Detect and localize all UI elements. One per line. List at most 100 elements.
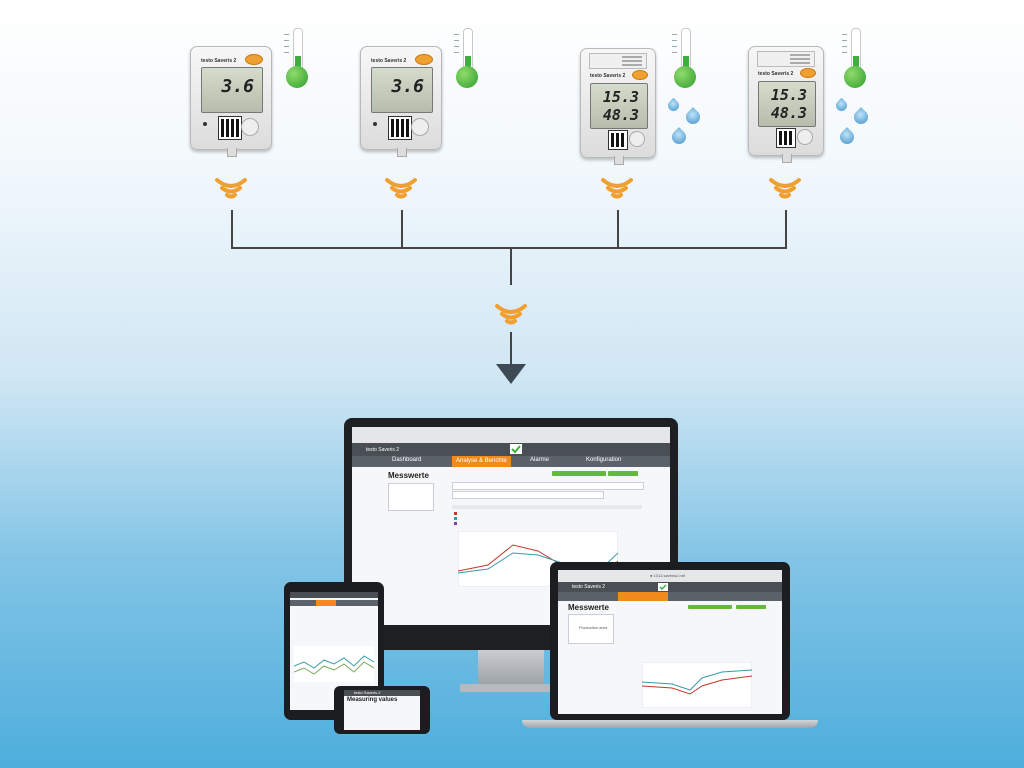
- logger-brand: testo Saveris 2: [201, 58, 237, 64]
- phone-screen: testo Saveris 2 Measuring values: [344, 690, 420, 730]
- series-legend: [452, 505, 642, 527]
- logger-display: 15.3 48.3: [590, 83, 648, 129]
- trunk-line: [510, 332, 512, 366]
- led-indicator: [203, 122, 207, 126]
- thermometer-icon: [672, 28, 696, 88]
- tab-dashboard[interactable]: Dashboard: [392, 457, 422, 463]
- logger-reading-humidity: 48.3: [602, 106, 639, 124]
- app-header: testo Saveris 2: [558, 582, 782, 592]
- testo-logo-icon: [245, 54, 263, 65]
- logger-vent: [757, 51, 815, 67]
- logger-display: 15.3 48.3: [758, 81, 816, 127]
- connector-line: [617, 210, 619, 248]
- phone-title: Measuring values: [347, 697, 398, 703]
- tree-panel: [388, 483, 434, 511]
- water-drop-icon: [833, 97, 850, 114]
- wireless-signal-icon: [601, 178, 633, 199]
- green-button[interactable]: [688, 605, 732, 609]
- green-button[interactable]: [552, 471, 606, 476]
- data-logger-3: testo Saveris 2 15.3 48.3: [580, 48, 656, 165]
- nav-bar: [352, 456, 670, 467]
- led-indicator: [373, 122, 377, 126]
- laptop-screen: ● 1012.saveris2.net testo Saveris 2 Mess…: [558, 570, 782, 714]
- logger-brand: testo Saveris 2: [758, 71, 794, 77]
- bus-line: [231, 247, 787, 249]
- data-logger-1: testo Saveris 2 3.6: [190, 46, 272, 157]
- qr-code-icon: [776, 128, 796, 148]
- water-drop-icon: [683, 107, 703, 127]
- arrow-down-icon: [496, 364, 526, 384]
- green-button[interactable]: [608, 471, 638, 476]
- logger-button: [797, 129, 813, 145]
- logger-reading-temperature: 15.3: [602, 88, 639, 106]
- connector-line: [401, 210, 403, 248]
- tablet-header: [290, 592, 378, 598]
- tablet-active-tab: [316, 600, 336, 606]
- browser-bar: [352, 427, 670, 444]
- wireless-signal-icon: [769, 178, 801, 199]
- logger-button: [241, 118, 259, 136]
- water-drop-icon: [669, 127, 689, 147]
- page-title: Messwerte: [568, 603, 609, 612]
- logger-brand: testo Saveris 2: [371, 58, 407, 64]
- tab-alarme[interactable]: Alarme: [530, 457, 550, 463]
- wireless-signal-icon: [215, 178, 247, 199]
- logger-reading: 3.6: [221, 76, 254, 97]
- testo-logo-icon: [632, 70, 648, 80]
- app-header: testo Saveris 2: [352, 443, 670, 456]
- thermometer-icon: [842, 28, 866, 88]
- check-icon: [510, 444, 522, 454]
- logger-connector: [614, 156, 624, 165]
- logger-connector: [227, 148, 237, 157]
- tree-root[interactable]: Production area: [579, 625, 608, 630]
- logger-vent: [589, 53, 647, 69]
- data-logger-4: testo Saveris 2 15.3 48.3: [748, 46, 824, 163]
- logger-button: [629, 131, 645, 147]
- wireless-signal-icon: [495, 304, 527, 325]
- logger-reading: 3.6: [391, 76, 424, 97]
- thermometer-icon: [284, 28, 308, 88]
- tab-analyse[interactable]: Analyse & Berichte: [452, 456, 511, 467]
- tree-panel: Production area: [568, 614, 614, 644]
- page-title: Messwerte: [388, 471, 429, 480]
- testo-logo-icon: [415, 54, 433, 65]
- wireless-signal-icon: [385, 178, 417, 199]
- connector-line: [231, 210, 233, 248]
- qr-code-icon: [388, 116, 412, 140]
- line-chart: [294, 646, 374, 682]
- qr-code-icon: [608, 130, 628, 150]
- logger-brand: testo Saveris 2: [590, 73, 626, 79]
- line-chart: [642, 662, 752, 708]
- check-icon: [658, 583, 668, 591]
- active-tab: [618, 592, 668, 601]
- toolbar-tabs: [452, 482, 644, 490]
- app-brand: testo Saveris 2: [366, 447, 400, 453]
- water-drop-icon: [665, 97, 682, 114]
- app-brand: testo Saveris 2: [572, 584, 606, 590]
- trunk-line: [510, 247, 512, 285]
- laptop-base: [522, 720, 818, 728]
- data-logger-2: testo Saveris 2 3.6: [360, 46, 442, 157]
- logger-reading-temperature: 15.3: [770, 86, 807, 104]
- monitor-stand: [478, 650, 544, 684]
- url-bar[interactable]: ● 1012.saveris2.net: [650, 573, 686, 578]
- water-drop-icon: [837, 127, 857, 147]
- thermometer-icon: [454, 28, 478, 88]
- water-drop-icon: [851, 107, 871, 127]
- testo-logo-icon: [800, 68, 816, 78]
- nav-bar: [558, 592, 782, 601]
- logger-display: 3.6: [201, 67, 263, 113]
- connector-line: [785, 210, 787, 248]
- tab-konfiguration[interactable]: Konfiguration: [586, 457, 622, 463]
- phone-brand: testo Saveris 2: [354, 690, 381, 695]
- logger-reading-humidity: 48.3: [770, 104, 807, 122]
- logger-connector: [782, 154, 792, 163]
- toolbar-buttons: [452, 491, 604, 499]
- logger-button: [411, 118, 429, 136]
- logger-connector: [397, 148, 407, 157]
- monitor-base: [460, 684, 562, 692]
- logger-display: 3.6: [371, 67, 433, 113]
- phone-header: testo Saveris 2: [344, 690, 420, 696]
- green-button[interactable]: [736, 605, 766, 609]
- qr-code-icon: [218, 116, 242, 140]
